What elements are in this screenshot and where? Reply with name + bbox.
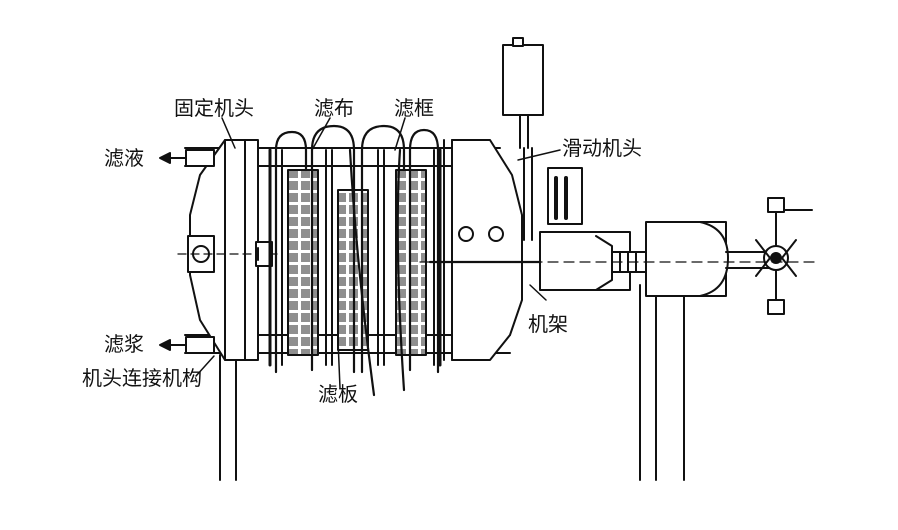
label-slurry: 滤浆 xyxy=(104,332,144,356)
right-legs xyxy=(639,284,685,481)
sliding-head-body xyxy=(428,139,542,361)
fixed-head-body xyxy=(177,139,283,361)
label-filtrate: 滤液 xyxy=(104,146,144,170)
label-fixed-head: 固定机头 xyxy=(174,96,254,120)
filtrate-nozzle xyxy=(159,149,215,167)
label-filter-plate: 滤板 xyxy=(318,382,358,406)
leader-lines xyxy=(195,117,561,389)
label-rack: 机架 xyxy=(528,312,568,336)
control-box xyxy=(502,37,544,241)
handwheel-valve xyxy=(755,197,813,315)
slurry-nozzle xyxy=(159,336,215,354)
filter-cloth-loops xyxy=(274,124,440,397)
left-legs xyxy=(219,354,237,481)
main-cylinder xyxy=(645,221,771,297)
label-filter-cloth: 滤布 xyxy=(314,96,354,120)
cylinder-block xyxy=(539,167,647,291)
label-filter-frame: 滤框 xyxy=(394,96,434,120)
label-head-connector: 机头连接机构 xyxy=(82,366,202,390)
label-sliding-head: 滑动机头 xyxy=(562,136,642,160)
